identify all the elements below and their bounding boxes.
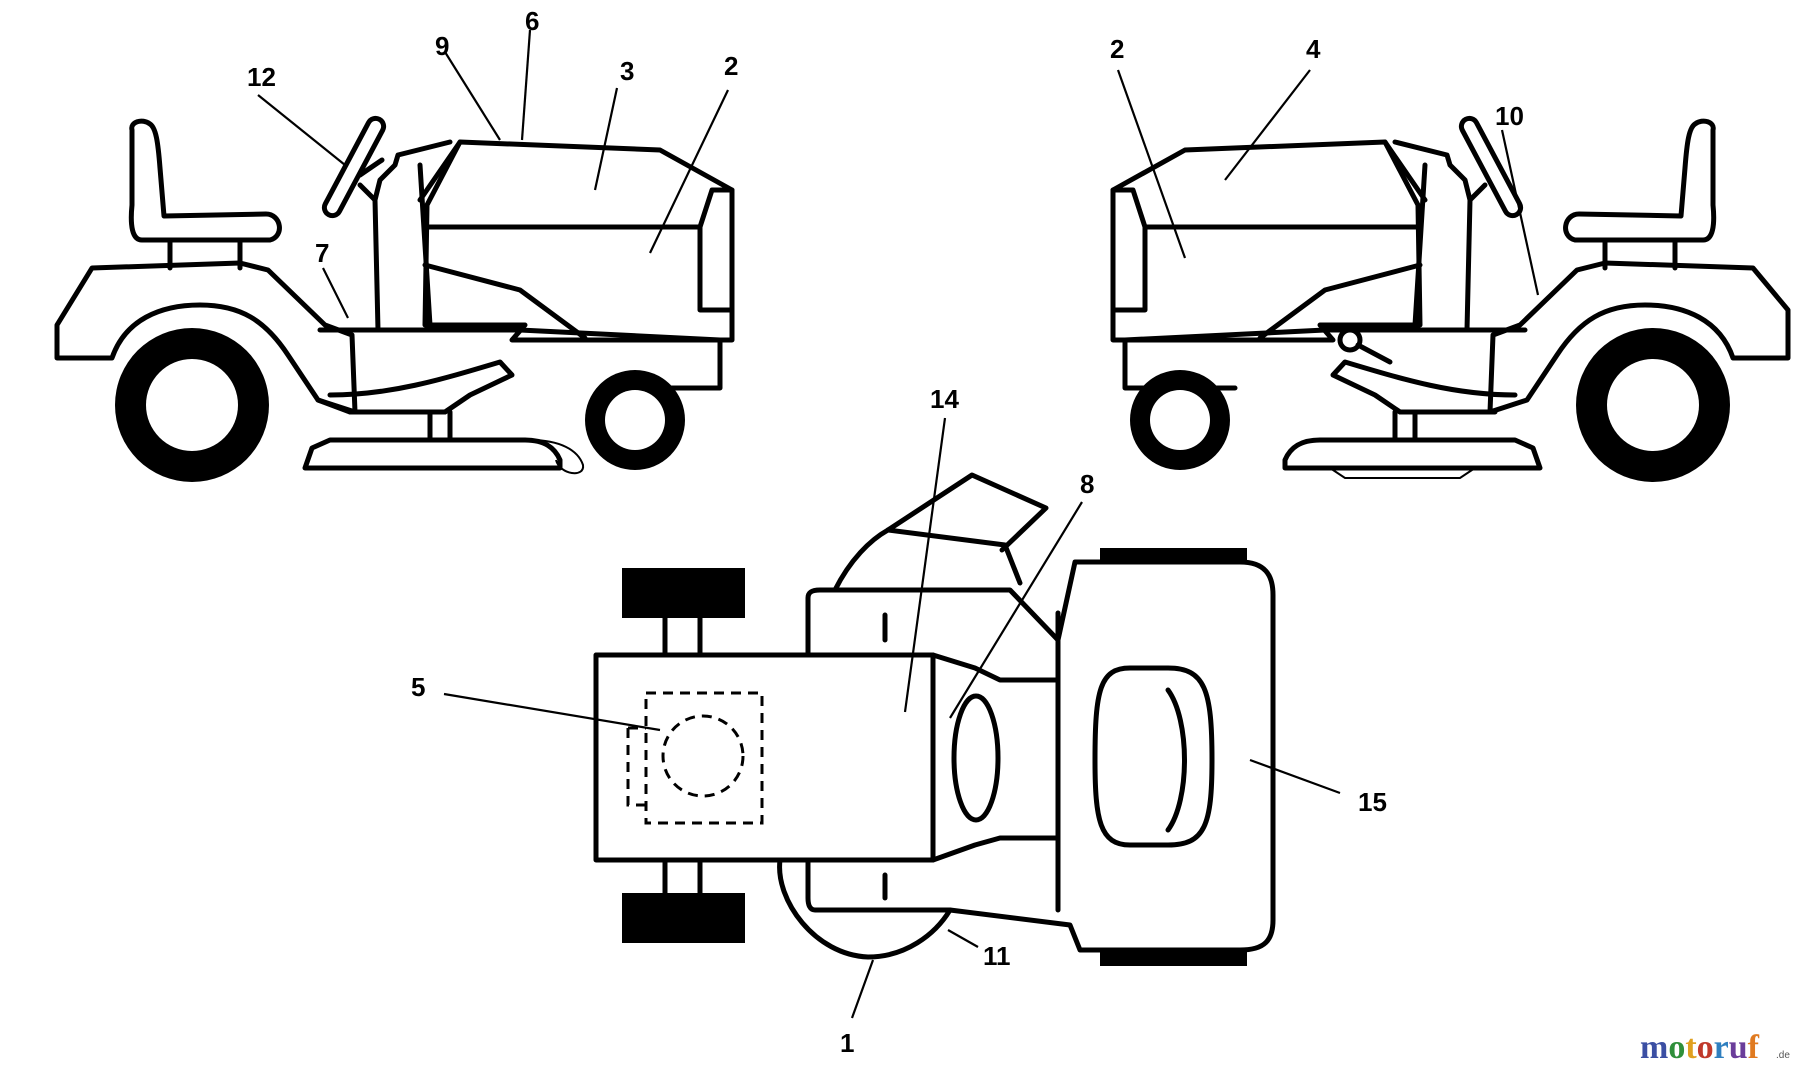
callout-11: 11 bbox=[983, 941, 1011, 971]
callout-9: 9 bbox=[435, 31, 449, 61]
watermark-letter: o bbox=[1668, 1029, 1685, 1066]
leader-lines bbox=[257, 29, 1540, 1019]
watermark-letter: m bbox=[1640, 1029, 1668, 1066]
tractor-right-side-view bbox=[1110, 115, 1791, 482]
callout-2-right: 2 bbox=[1110, 34, 1124, 64]
motoruf-watermark: motoruf .de bbox=[1640, 1029, 1790, 1066]
callout-12: 12 bbox=[247, 62, 276, 92]
watermark-letter: f bbox=[1748, 1029, 1760, 1066]
callout-4: 4 bbox=[1306, 34, 1321, 64]
callout-6: 6 bbox=[525, 6, 539, 36]
callout-10: 10 bbox=[1495, 101, 1524, 131]
watermark-letter: o bbox=[1697, 1029, 1714, 1066]
callout-labels: 12 9 6 3 2 7 2 4 10 14 8 5 15 11 1 bbox=[247, 6, 1524, 1058]
callout-3: 3 bbox=[620, 56, 634, 86]
watermark-letter: r bbox=[1714, 1029, 1729, 1066]
callout-1: 1 bbox=[840, 1028, 854, 1058]
callout-8: 8 bbox=[1080, 469, 1094, 499]
watermark-suffix: .de bbox=[1776, 1050, 1790, 1061]
callout-5: 5 bbox=[411, 672, 425, 702]
watermark-letter: t bbox=[1685, 1029, 1697, 1066]
callout-2-left: 2 bbox=[724, 51, 738, 81]
callout-7: 7 bbox=[315, 238, 329, 268]
tractor-left-side-view bbox=[54, 115, 735, 482]
callout-15: 15 bbox=[1358, 787, 1387, 817]
watermark-letter: u bbox=[1729, 1029, 1748, 1066]
svg-text:motoruf: motoruf bbox=[1640, 1029, 1760, 1066]
tractor-top-view bbox=[593, 472, 1276, 966]
callout-14: 14 bbox=[930, 384, 959, 414]
